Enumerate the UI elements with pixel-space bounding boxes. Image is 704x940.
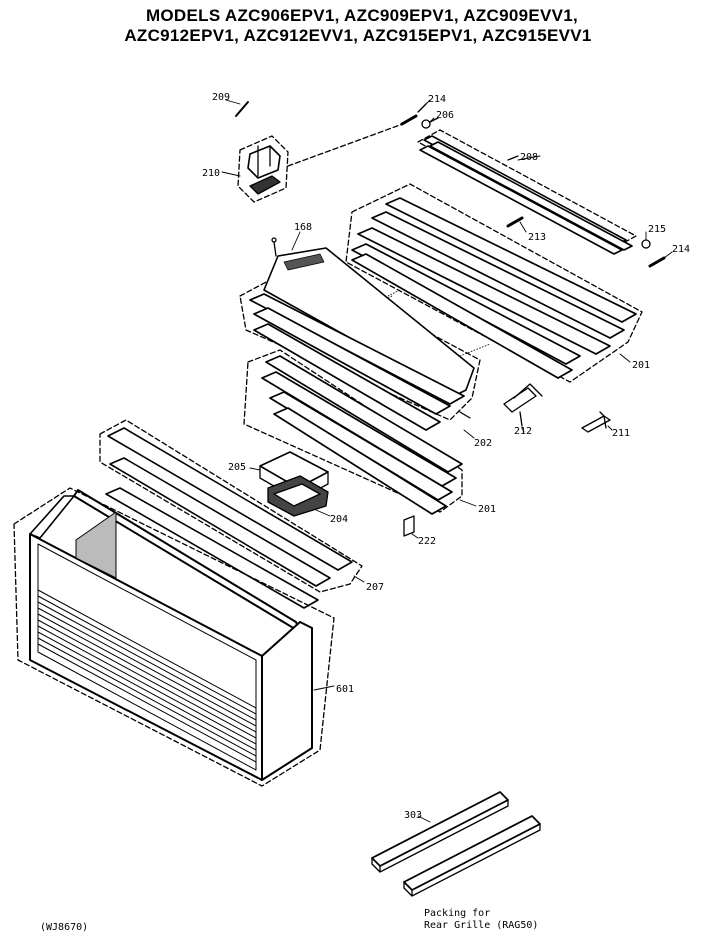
label-211: 211 — [612, 428, 630, 439]
label-168: 168 — [294, 222, 312, 233]
label-206: 206 — [436, 110, 454, 121]
label-601: 601 — [336, 684, 354, 695]
packing-note-line-2: Rear Grille (RAG50) — [424, 920, 539, 931]
part-206-washer — [421, 117, 439, 129]
label-213: 213 — [528, 232, 546, 243]
label-214-top: 214 — [428, 94, 446, 105]
label-215: 215 — [648, 224, 666, 235]
packing-note-line-1: Packing for — [424, 908, 491, 919]
part-labels: 209 210 214 206 208 168 215 213 214 201 … — [202, 92, 690, 821]
part-209-screw — [235, 101, 249, 117]
part-211-bracket — [581, 411, 611, 433]
part-303-packing-strips — [371, 791, 541, 897]
part-601-front-cabinet — [13, 487, 335, 787]
part-210-bracket-group — [237, 121, 409, 203]
part-215-washer — [641, 239, 651, 249]
part-201-lower-assembly — [243, 349, 463, 515]
part-222-clip — [403, 515, 415, 537]
leader-lines — [221, 99, 673, 823]
part-202-middle-assembly — [239, 247, 481, 431]
label-212: 212 — [514, 426, 532, 437]
part-204-block — [267, 475, 329, 517]
label-303: 303 — [404, 810, 422, 821]
part-212-bracket — [503, 383, 543, 427]
part-213-screw — [506, 216, 524, 228]
part-201-upper-assembly — [345, 183, 643, 383]
part-168-screw — [271, 237, 277, 257]
label-201-upper: 201 — [632, 360, 650, 371]
label-201-lower: 201 — [478, 504, 496, 515]
diagram-title-line-1: MODELS AZC906EPV1, AZC909EPV1, AZC909EVV… — [145, 6, 579, 25]
label-205: 205 — [228, 462, 246, 473]
label-222: 222 — [418, 536, 436, 547]
label-207: 207 — [366, 582, 384, 593]
diagram-title-line-2: AZC912EPV1, AZC912EVV1, AZC915EPV1, AZC9… — [124, 26, 592, 45]
part-207-panel-strips — [99, 419, 363, 609]
label-209: 209 — [212, 92, 230, 103]
part-214-screw-right — [648, 256, 666, 268]
label-202: 202 — [474, 438, 492, 449]
label-210: 210 — [202, 168, 220, 179]
label-204: 204 — [330, 514, 348, 525]
label-214-right: 214 — [672, 244, 690, 255]
label-208: 208 — [520, 152, 538, 163]
part-208-rails — [417, 129, 637, 255]
drawing-id: (WJ8670) — [40, 922, 89, 933]
